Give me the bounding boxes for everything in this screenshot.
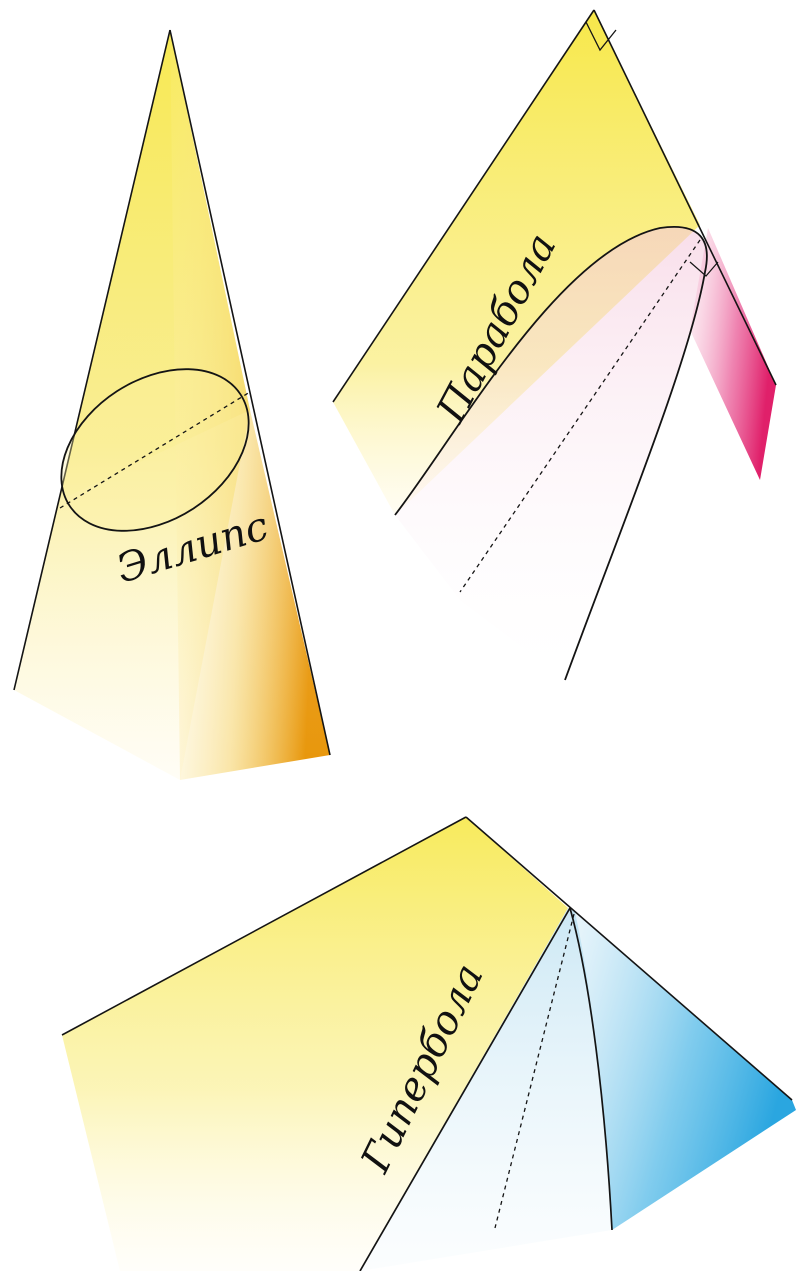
parabola-figure: Парабола [333,10,776,680]
hyperbola-figure: Гипербола [62,817,796,1271]
parabola-cone-right-face [690,228,776,480]
ellipse-figure: Эллипс [14,30,330,780]
